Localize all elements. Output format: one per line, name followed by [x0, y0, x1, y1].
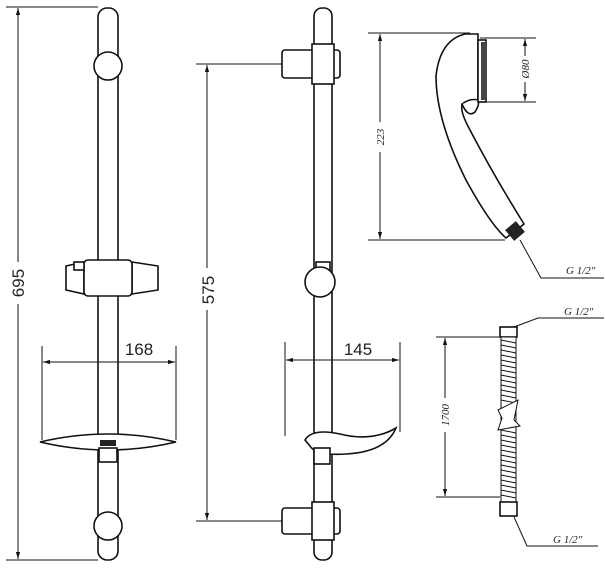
- top-bracket: [281, 43, 341, 85]
- bottom-wall-knob: [93, 511, 123, 541]
- side-view: 575 145: [196, 7, 401, 561]
- spray-nozzles: [481, 42, 487, 100]
- hand-shower-length-dimension: 223: [375, 128, 387, 145]
- slider-holder: [65, 259, 159, 297]
- hose-bottom-thread-label: G 1/2": [553, 534, 583, 546]
- hose-bottom-nut: [499, 501, 518, 517]
- break-symbol: [497, 399, 522, 431]
- hose-top-nut: [499, 326, 518, 338]
- thread-connector: [505, 221, 525, 241]
- height-dimension: 695: [9, 269, 28, 297]
- hose-length-dimension: 1700: [440, 404, 452, 427]
- top-wall-knob: [93, 51, 123, 81]
- slider-side: [304, 261, 336, 298]
- bracket-distance-dimension: 575: [199, 276, 218, 304]
- hose-spiral: [500, 339, 517, 499]
- front-view: 695 168: [6, 6, 177, 561]
- head-diameter-dimension: Ø80: [520, 59, 532, 79]
- soap-dish: [39, 433, 177, 463]
- hand-shower: 223 Ø80 G 1/2": [368, 32, 604, 279]
- soap-dish-side: [304, 426, 398, 465]
- dish-width-dimension: 168: [125, 340, 153, 359]
- dish-depth-dimension: 145: [344, 340, 372, 359]
- hose: 1700 G 1/2" G 1/2": [436, 306, 604, 547]
- bottom-bracket: [281, 501, 341, 541]
- hand-shower-thread-label: G 1/2": [566, 265, 596, 277]
- hose-top-thread-label: G 1/2": [564, 306, 594, 318]
